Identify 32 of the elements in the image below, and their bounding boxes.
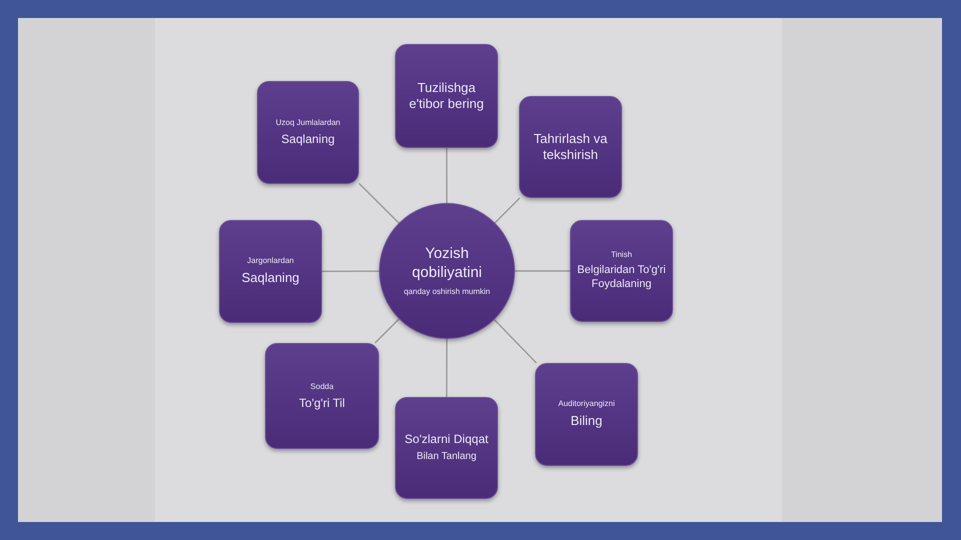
tip-text: Biling bbox=[570, 413, 602, 430]
connector-line bbox=[358, 182, 400, 224]
tip-box bbox=[535, 363, 638, 466]
tip-box bbox=[395, 44, 498, 148]
tip-text: Saqlaning bbox=[242, 270, 300, 287]
topic-text: Yozish qobiliyatini bbox=[410, 245, 484, 283]
tip-text: Jargonlardan bbox=[247, 256, 294, 266]
tip-box bbox=[570, 220, 673, 322]
tip-text: Tuzilishga e'tibor bering bbox=[408, 80, 485, 112]
tip-box bbox=[395, 397, 498, 499]
tip-text: Tahrirlash va tekshirish bbox=[532, 130, 608, 164]
tip-text: Uzoq Jumlalardan bbox=[276, 118, 340, 128]
connector-line bbox=[446, 148, 448, 203]
connector-line bbox=[322, 270, 379, 272]
tip-box bbox=[219, 220, 322, 323]
connector-line bbox=[494, 198, 520, 224]
tip-text: Sodda bbox=[310, 382, 334, 392]
tip-text: Saqlaning bbox=[281, 132, 335, 147]
connector-line bbox=[515, 270, 570, 272]
tip-text: To'g'ri Til bbox=[299, 396, 345, 410]
tip-box bbox=[257, 81, 359, 184]
tip-text: So'zlarni Diqqat bbox=[404, 432, 488, 448]
connector-line bbox=[446, 339, 448, 397]
topic-text: qanday oshirish mumkin bbox=[404, 286, 490, 297]
tip-text: Bilan Tanlang bbox=[416, 451, 476, 464]
connector-line bbox=[374, 318, 400, 344]
connector-line bbox=[494, 319, 537, 364]
tip-box bbox=[519, 96, 622, 198]
tip-box bbox=[265, 343, 379, 449]
tip-text: Tinish bbox=[610, 250, 632, 260]
tip-text: Belgilaridan To'g'ri Foydalaning bbox=[576, 264, 667, 292]
tip-text: Auditoriyangizni bbox=[558, 399, 615, 410]
